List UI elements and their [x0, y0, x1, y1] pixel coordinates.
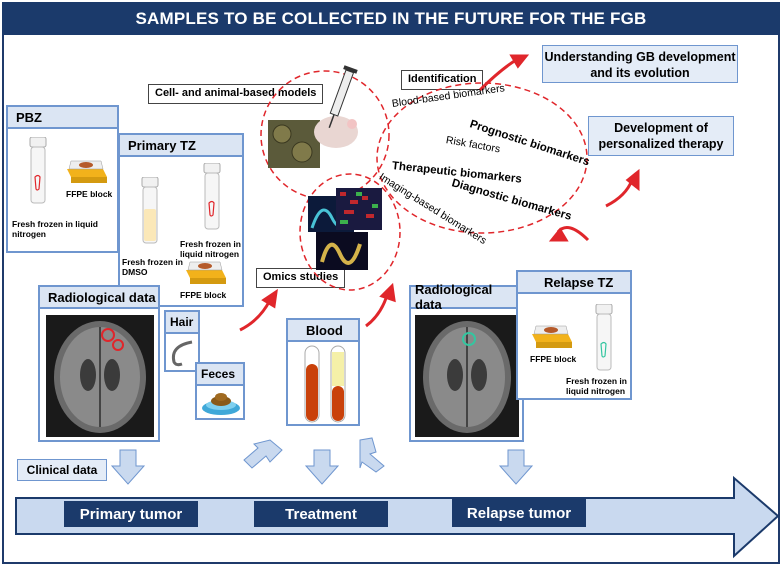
- cryotube-icon: [29, 137, 47, 204]
- timeline-treatment: Treatment: [254, 501, 388, 527]
- radiological-right-heading: Radiological data: [411, 282, 522, 312]
- pbz-panel: PBZ FFPE block Fresh frozen in liquid ni…: [6, 105, 119, 253]
- ffpe-block-icon: [532, 325, 572, 348]
- primary-tz-panel: Primary TZ Fresh frozen in liquid nitrog…: [118, 133, 244, 307]
- hair-label: Hair: [166, 312, 198, 334]
- blood-heading: Blood: [288, 320, 358, 342]
- hair-panel: Hair: [164, 310, 200, 372]
- relapse-tz-fresh-label: Fresh frozen in liquid nitrogen: [566, 376, 627, 396]
- primary-tz-ffpe-label: FFPE block: [180, 290, 227, 300]
- figure-title: SAMPLES TO BE COLLECTED IN THE FUTURE FO…: [2, 2, 780, 35]
- pbz-heading: PBZ: [8, 107, 117, 129]
- relapse-tz-ffpe-label: FFPE block: [530, 354, 577, 364]
- clinical-data-label: Clinical data: [17, 459, 107, 481]
- dmso-tube-icon: [141, 177, 159, 244]
- radiological-left-panel: Radiological data: [38, 285, 160, 442]
- cryotube-icon: [203, 163, 221, 230]
- primary-tz-dmso-label: Fresh frozen in DMSO: [122, 257, 183, 277]
- relapse-tz-panel: Relapse TZ FFPE block Fresh frozen in li…: [516, 270, 632, 400]
- outcome-personalized: Development of personalized therapy: [588, 116, 734, 156]
- radiological-right-panel: Radiological data: [409, 282, 524, 442]
- timeline-primary: Primary tumor: [64, 501, 198, 527]
- ffpe-block-icon: [186, 261, 226, 284]
- brain-mri-image: [415, 315, 519, 437]
- omics-label: Omics studies: [256, 268, 346, 288]
- blood-tubes-icon: [304, 345, 346, 423]
- blood-panel: Blood: [286, 318, 360, 426]
- pbz-ffpe-label: FFPE block: [66, 189, 113, 199]
- pbz-fresh-label: Fresh frozen in liquid nitrogen: [12, 219, 98, 239]
- ffpe-block-icon: [67, 160, 107, 183]
- radiological-left-heading: Radiological data: [40, 287, 158, 309]
- hair-icon: [171, 340, 193, 367]
- cryotube-icon: [595, 304, 613, 371]
- cell-models-label: Cell- and animal-based models: [148, 84, 324, 104]
- timeline-relapse: Relapse tumor: [452, 499, 586, 527]
- feces-sample-icon: [202, 393, 240, 415]
- outcome-understanding: Understanding GB development and its evo…: [542, 45, 738, 83]
- relapse-tz-heading: Relapse TZ: [518, 272, 630, 294]
- feces-panel: Feces: [195, 362, 245, 420]
- primary-tz-fresh-label: Fresh frozen in liquid nitrogen: [180, 239, 241, 259]
- brain-mri-image: [46, 315, 154, 437]
- feces-label: Feces: [197, 364, 243, 386]
- primary-tz-heading: Primary TZ: [120, 135, 242, 157]
